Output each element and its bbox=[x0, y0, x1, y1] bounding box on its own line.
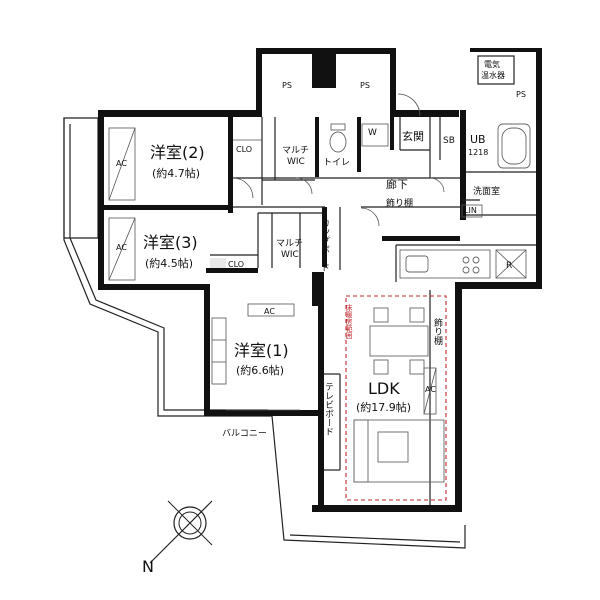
ps-label-1: PS bbox=[282, 81, 292, 90]
wic-label-2: WIC bbox=[281, 250, 299, 260]
room-name-western-3: 洋室(3) bbox=[143, 233, 198, 252]
room-size-western-1: (約6.6帖) bbox=[236, 363, 284, 377]
ac-label-ldk: AC bbox=[425, 385, 436, 394]
room-name-ldk: LDK bbox=[368, 379, 400, 398]
water-heater-label-1: 電気 bbox=[484, 59, 500, 69]
balcony-label: バルコニー bbox=[222, 428, 267, 439]
r-label: R bbox=[506, 261, 512, 271]
ac-label-2: AC bbox=[116, 159, 127, 168]
toilet-icon bbox=[329, 131, 347, 153]
multi-wic-upper: マルチ WIC bbox=[282, 145, 313, 195]
ac-label-3: AC bbox=[116, 243, 127, 252]
multi-wic-lower: マルチ WIC カップボード bbox=[276, 218, 330, 272]
ps-areas: PS PS 電気 温水器 PS bbox=[282, 55, 526, 99]
room-ldk: 床暖房範囲 LDK (約17.9帖) 飾り棚 AC テレビボード bbox=[323, 295, 447, 501]
corridor: 廊下 飾り棚 bbox=[232, 177, 445, 227]
entrance-label: 玄関 bbox=[402, 129, 424, 143]
bathroom: UB 1218 洗面室 LIN bbox=[461, 123, 531, 218]
room-western-1: AC 洋室(1) (約6.6帖) bbox=[211, 303, 300, 411]
tv-board-label: テレビボード bbox=[323, 382, 334, 436]
ub-size-label: 1218 bbox=[468, 148, 488, 157]
room-size-ldk: (約17.9帖) bbox=[356, 400, 411, 414]
corridor-label: 廊下 bbox=[386, 177, 408, 191]
north-label: N bbox=[142, 557, 154, 576]
room-size-western-2: (約4.7帖) bbox=[152, 166, 200, 180]
toilet-room: トイレ W bbox=[323, 93, 421, 168]
ps-label-2: PS bbox=[360, 81, 370, 90]
kitchen: R bbox=[399, 249, 527, 279]
decor-shelf-label-v: 飾り棚 bbox=[432, 317, 443, 346]
walls bbox=[98, 48, 542, 512]
floor-heating-label: 床暖房範囲 bbox=[345, 303, 353, 340]
interior-lines bbox=[210, 117, 536, 505]
cupboard-label: カップボード bbox=[319, 218, 330, 272]
toilet-label: トイレ bbox=[323, 158, 350, 168]
fridge-icon bbox=[495, 249, 527, 279]
w-label: W bbox=[368, 128, 377, 138]
compass-icon bbox=[149, 500, 213, 564]
entrance: 玄関 SB bbox=[402, 129, 455, 146]
clo-label-3: CLO bbox=[228, 260, 244, 269]
washroom-label: 洗面室 bbox=[473, 185, 500, 197]
room-western-3: AC 洋室(3) (約4.5帖) CLO bbox=[108, 217, 244, 281]
multi-label-1: マルチ bbox=[282, 145, 309, 156]
room-western-2: AC 洋室(2) (約4.7帖) CLO bbox=[108, 127, 262, 201]
bathtub-icon bbox=[501, 127, 527, 165]
room-size-western-3: (約4.5帖) bbox=[145, 256, 193, 270]
sink-icon bbox=[405, 255, 429, 273]
ac-label-1: AC bbox=[264, 307, 275, 316]
ps-label-3: PS bbox=[516, 90, 526, 99]
dining-table-icon bbox=[369, 325, 429, 357]
bed-icon bbox=[211, 317, 227, 385]
sb-label: SB bbox=[443, 136, 455, 146]
wic-label-1: WIC bbox=[287, 157, 305, 167]
room-name-western-1: 洋室(1) bbox=[234, 341, 289, 360]
decor-shelf-label-h: 飾り棚 bbox=[386, 197, 413, 209]
room-name-western-2: 洋室(2) bbox=[150, 143, 205, 162]
water-heater-label-2: 温水器 bbox=[481, 70, 505, 80]
floor-heating-area bbox=[345, 295, 447, 501]
clo-label-2: CLO bbox=[236, 145, 252, 154]
lin-label: LIN bbox=[464, 206, 477, 215]
ub-label: UB bbox=[470, 133, 486, 146]
stove-icon bbox=[462, 256, 470, 264]
multi-label-2: マルチ bbox=[276, 238, 303, 249]
